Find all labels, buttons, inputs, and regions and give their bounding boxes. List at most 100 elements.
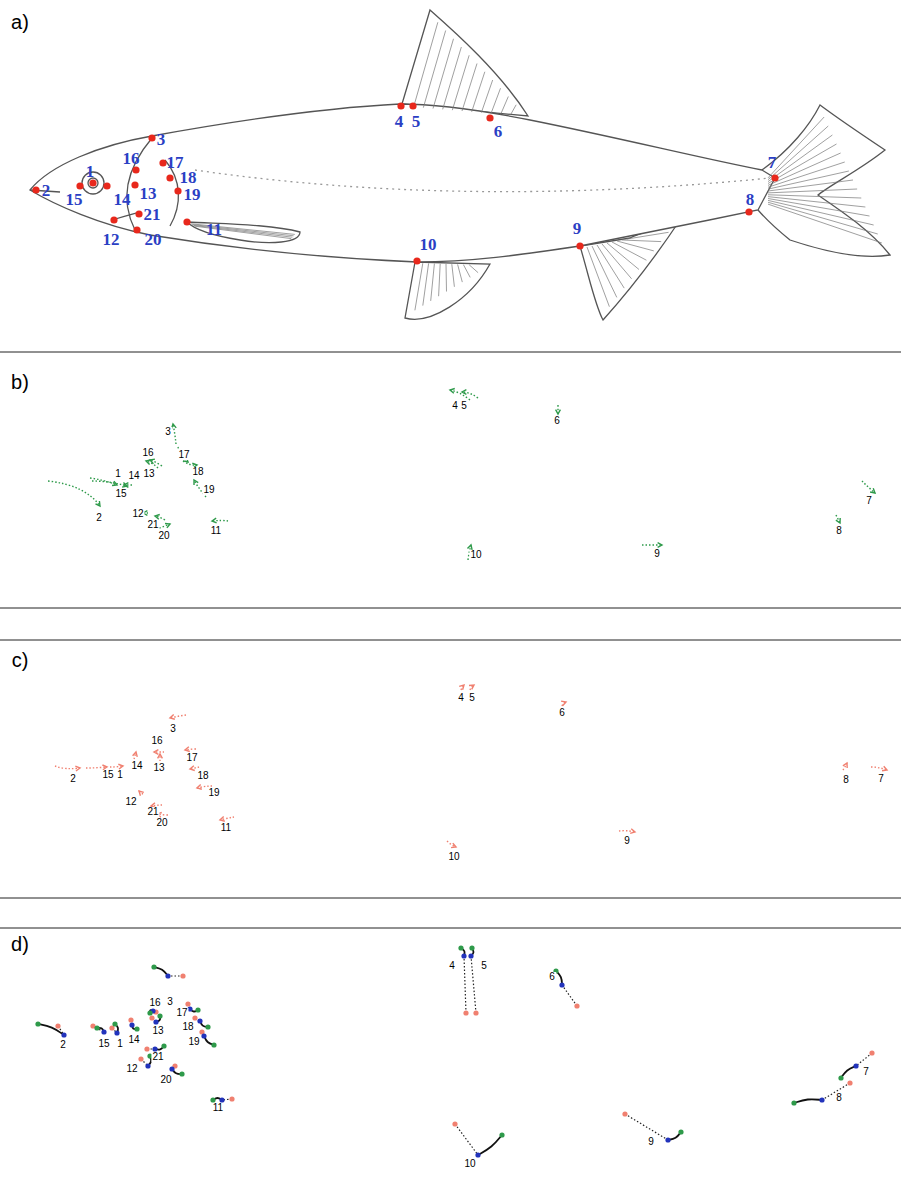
landmark-number: 7 (767, 154, 778, 171)
start-dot (622, 1111, 627, 1116)
landmark-number: 19 (187, 1037, 200, 1047)
landmark-dot (148, 134, 155, 141)
end-dot (35, 1021, 40, 1026)
panel-rule (0, 352, 901, 353)
landmark-dot (413, 257, 420, 264)
fin-ray (452, 55, 469, 110)
displacement-arrowhead (172, 424, 177, 429)
landmark-number: 17 (185, 753, 198, 763)
fin-ray (768, 200, 874, 225)
start-dot (452, 1121, 457, 1126)
mid-dot (153, 1019, 158, 1024)
landmark-number: 21 (143, 206, 162, 223)
landmark-number: 16 (150, 736, 163, 746)
end-dot (134, 1026, 139, 1031)
landmark-number: 2 (69, 774, 77, 784)
landmark-number: 5 (480, 961, 488, 971)
mid-dot (169, 1066, 174, 1071)
landmark-number: 16 (141, 448, 154, 458)
landmark-number: 3 (156, 131, 167, 148)
fin-ray (458, 264, 463, 282)
landmark-number: 6 (558, 708, 566, 718)
landmark-number: 2 (95, 513, 103, 523)
start-dot (847, 1080, 852, 1085)
landmark-number: 3 (169, 724, 177, 734)
landmark-dot (76, 182, 83, 189)
landmark-number: 19 (207, 788, 220, 798)
landmark-number: 6 (548, 972, 556, 982)
mid-dot (461, 953, 466, 958)
landmark-number: 10 (469, 550, 482, 560)
fin-ray (768, 180, 853, 191)
fin-ray (768, 202, 878, 234)
landmark-number: 14 (127, 1035, 140, 1045)
landmark-number: 12 (131, 509, 144, 519)
displacement-trail (862, 481, 875, 493)
displacement-arrowhead (165, 524, 170, 528)
landmark-dot (183, 218, 190, 225)
landmark-number: 18 (181, 1022, 194, 1032)
panel-rule (0, 640, 901, 641)
fin-ray (462, 64, 477, 112)
mid-dot (114, 1030, 119, 1035)
fin-ray (768, 195, 861, 198)
landmark-dot (174, 187, 181, 194)
landmark-number: 6 (553, 416, 561, 426)
displacement-arrowhead (220, 817, 225, 822)
landmark-number: 16 (148, 998, 161, 1008)
landmark-number: 21 (151, 1052, 164, 1062)
mid-dot (61, 1032, 66, 1037)
landmark-number: 12 (124, 797, 137, 807)
end-dot (210, 1097, 215, 1102)
end-dot (838, 1075, 843, 1080)
displacement-arrowhead (212, 518, 217, 523)
landmark-number: 11 (205, 221, 223, 238)
pectoral-fin (187, 222, 300, 243)
landmark-number: 12 (102, 231, 121, 248)
generated-art (32, 22, 887, 1157)
displacement-trail (48, 481, 100, 506)
landmark-dot (132, 166, 139, 173)
landmark-number: 1 (85, 163, 96, 180)
fin-ray (768, 189, 857, 193)
displacement-trail (871, 767, 887, 770)
landmark-dot (576, 242, 583, 249)
landmark-number: 13 (142, 469, 155, 479)
fin-ray (510, 105, 516, 115)
landmark-number: 20 (159, 1075, 172, 1085)
end-dot (112, 1021, 117, 1026)
displacement-arrowhead (459, 685, 464, 690)
displacement-trail (836, 515, 840, 523)
landmark-dot (135, 210, 142, 217)
displacement-arrowhead (194, 480, 198, 485)
fish-drawing (30, 10, 890, 320)
displacement-trail (470, 685, 474, 690)
landmark-number: 17 (177, 450, 190, 460)
displacement-arrowhead (630, 829, 635, 834)
displacement-arrowhead (843, 763, 847, 768)
panel-letter: a) (10, 12, 30, 32)
lateral-line (195, 170, 770, 192)
fin-ray (768, 135, 832, 182)
displacement-trail (86, 767, 107, 768)
displacement-arrowhead (170, 715, 175, 720)
displacement-arrowhead (124, 483, 128, 488)
landmark-number: 21 (146, 807, 159, 817)
displacement-arrowhead (870, 488, 875, 493)
fin-ray (768, 171, 849, 189)
start-trail (464, 956, 466, 1013)
fish-body (30, 104, 775, 262)
landmark-dot (110, 216, 117, 223)
displacement-arrowhead (450, 389, 455, 394)
panel-letter: d) (10, 934, 30, 954)
panel-rules (0, 352, 901, 928)
landmark-number: 15 (101, 770, 114, 780)
landmark-number: 12 (125, 1064, 138, 1074)
displacement-arrowhead (118, 764, 123, 769)
landmark-number: 13 (151, 1026, 164, 1036)
end-dot (161, 1043, 166, 1048)
salmon-trajectories (55, 685, 887, 848)
panel-rule (0, 928, 901, 929)
fin-ray (602, 244, 632, 279)
landmark-number: 20 (144, 231, 163, 248)
